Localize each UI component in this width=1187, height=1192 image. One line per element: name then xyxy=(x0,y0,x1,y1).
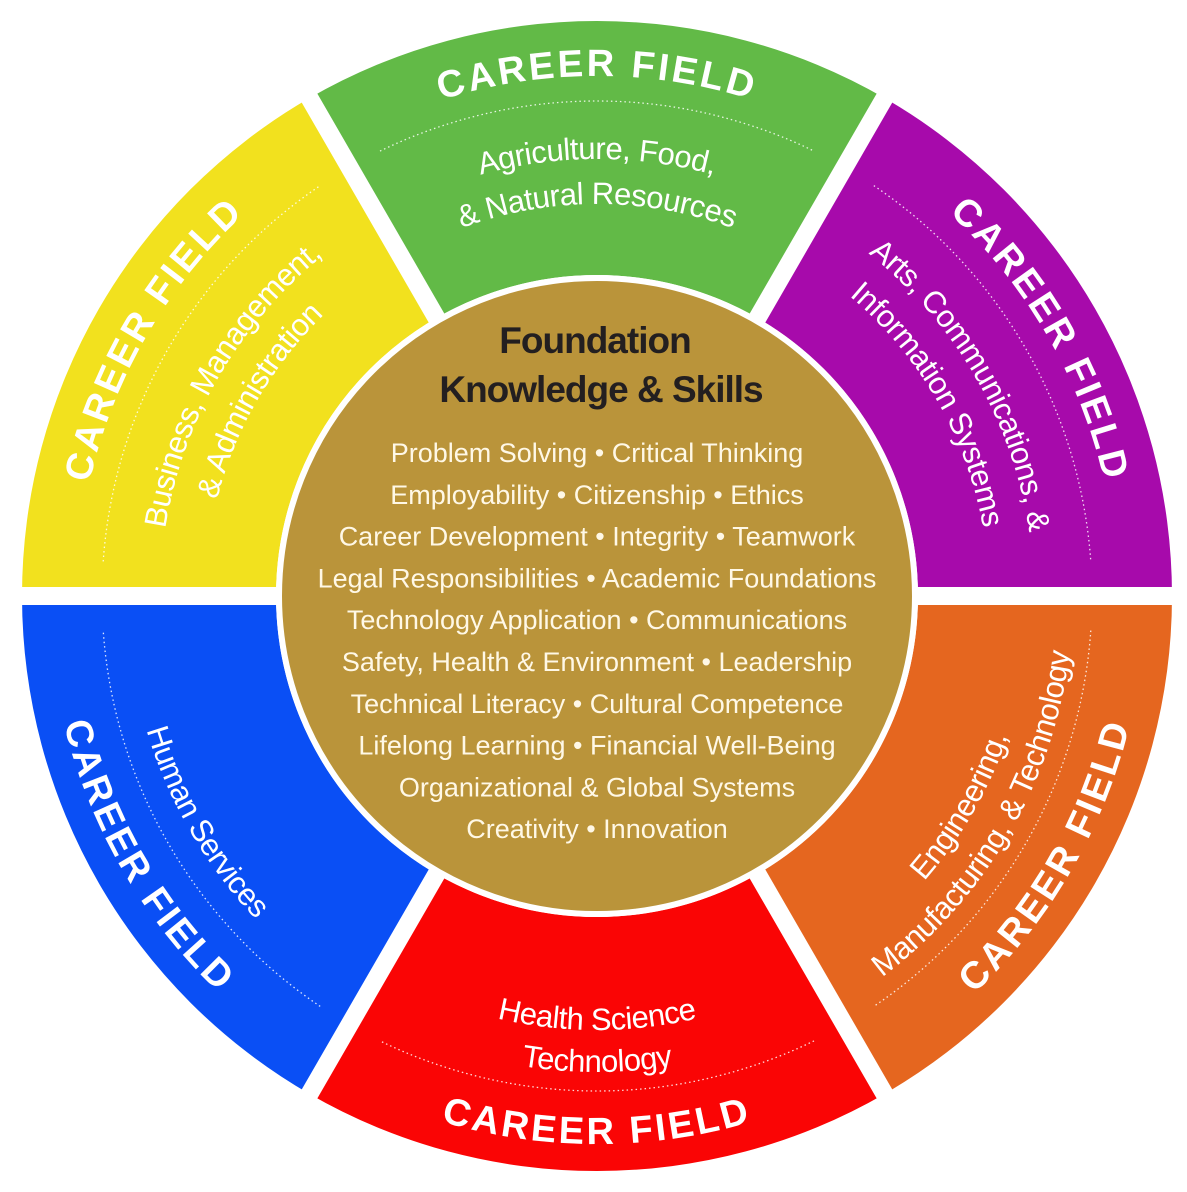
segment-health-science-technology xyxy=(309,873,885,1171)
center-title-line-2: Knowledge & Skills xyxy=(439,369,763,410)
segment-human-services xyxy=(22,596,437,1094)
skill-line: Organizational & Global Systems xyxy=(399,772,795,802)
skill-line: Technology Application • Communications xyxy=(347,605,847,635)
center-title-line-1: Foundation xyxy=(499,320,690,361)
segment-engineering-manufacturing-technology xyxy=(757,596,1172,1094)
skill-line: Career Development • Integrity • Teamwor… xyxy=(339,522,856,552)
center-circle xyxy=(276,275,918,917)
skill-line: Safety, Health & Environment • Leadershi… xyxy=(342,647,852,677)
segment-agriculture-food-natural-resources xyxy=(309,20,885,319)
skill-line: Employability • Citizenship • Ethics xyxy=(390,480,804,510)
skill-line: Problem Solving • Critical Thinking xyxy=(391,438,804,468)
segment-business-management-administration xyxy=(22,98,437,596)
field-name-health-science-technology-line-2: Technology xyxy=(520,1038,674,1079)
skill-line: Creativity • Innovation xyxy=(466,814,728,844)
skill-line: Lifelong Learning • Financial Well-Being xyxy=(358,731,835,761)
skill-line: Legal Responsibilities • Academic Founda… xyxy=(318,563,877,593)
skill-line: Technical Literacy • Cultural Competence xyxy=(351,689,844,719)
segment-arts-communications-information-systems xyxy=(757,98,1172,596)
